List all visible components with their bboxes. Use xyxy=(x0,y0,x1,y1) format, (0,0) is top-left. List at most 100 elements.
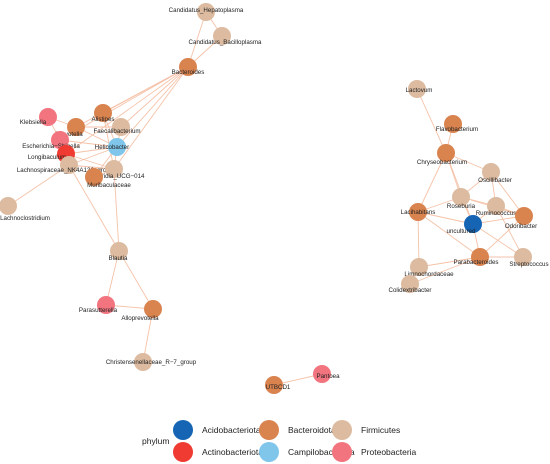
legend-swatch-firmicutes xyxy=(332,420,352,440)
node-label-lachnospiraceae-nk4a136: Lachnospiraceae_NK4A136_group xyxy=(17,167,114,174)
edge-alistipes-clostridia-ucg-014 xyxy=(102,112,115,170)
node-circle-uncultured xyxy=(464,215,482,233)
edges-layer xyxy=(7,11,525,386)
node-circle-lactovum xyxy=(408,80,426,98)
node-label-candidatus-bacilloplasma: Candidatus_Bacilloplasma xyxy=(189,39,262,46)
edge-blautia-alloprevotella xyxy=(118,250,154,310)
node-circle-limnochordaceae xyxy=(410,258,428,276)
node-label-blautia: Blautia xyxy=(109,255,128,262)
node-parasutterella: Parasutterella xyxy=(79,296,118,314)
node-label-chryseobacterium: Chryseobacterium xyxy=(417,159,467,166)
node-label-streptococcus: Streptococcus xyxy=(509,261,548,268)
edge-bacteroides-faecalibacterium xyxy=(120,66,189,128)
edge-parabacteroides-odoribacter xyxy=(479,215,525,258)
legend-label-acidobacteriota: Acidobacteriota xyxy=(202,425,261,435)
node-label-parabacteroides: Parabacteroides xyxy=(453,259,498,266)
node-circle-roseburia xyxy=(452,188,470,206)
node-label-pantoea: Pantoea xyxy=(316,373,340,380)
legend-swatch-campilobacterota xyxy=(259,442,279,462)
node-lachnoclostridium: Lachnoclostridium xyxy=(0,197,50,222)
node-bacteroides: Bacteroides xyxy=(172,58,205,76)
node-circle-ruminococcus xyxy=(487,197,505,215)
edge-bacteroides-clostridia-ucg-014 xyxy=(113,66,189,170)
node-circle-klebsiella xyxy=(39,108,57,126)
node-circle-prevotella xyxy=(67,118,85,136)
node-label-oscillibacter: Oscillibacter xyxy=(478,177,512,184)
node-circle-christensenellaceae-r7 xyxy=(134,353,152,371)
node-alistipes: Alistipes xyxy=(91,104,115,123)
edge-candidatus-hepatoplasma-bacteroides xyxy=(187,11,207,68)
node-oscillibacter: Oscillibacter xyxy=(478,163,512,184)
node-chryseobacterium: Chryseobacterium xyxy=(417,144,467,166)
node-candidatus-hepatoplasma: Candidatus_Hepatoplasma xyxy=(169,3,244,21)
node-circle-helicobacter xyxy=(108,138,126,156)
node-label-muribaculaceae: Muribaculaceae xyxy=(87,182,131,189)
node-flavobacterium: Flavobacterium xyxy=(436,115,478,133)
node-alloprevotella: Alloprevotella xyxy=(121,300,162,322)
node-circle-oscillibacter xyxy=(482,163,500,181)
node-circle-bacteroides xyxy=(179,58,197,76)
node-label-colidextribacter: Colidextribacter xyxy=(389,287,432,294)
node-label-faecalibacterium: Faecalibacterium xyxy=(93,128,140,135)
node-klebsiella: Klebsiella xyxy=(20,108,57,126)
node-circle-parasutterella xyxy=(97,296,115,314)
edge-chryseobacterium-lacihabitans xyxy=(417,152,447,213)
node-circle-lachnospiraceae-nk4a136 xyxy=(60,156,78,174)
node-faecalibacterium: Faecalibacterium xyxy=(93,118,141,136)
node-label-bacteroides: Bacteroides xyxy=(172,69,205,76)
node-helicobacter: Helicobacter xyxy=(95,138,129,156)
node-circle-odoribacter xyxy=(515,207,533,225)
node-label-odoribacter: Odoribacter xyxy=(505,223,537,230)
edge-bacteroides-longibaculum xyxy=(65,66,189,155)
node-label-klebsiella: Klebsiella xyxy=(20,119,47,126)
node-lachnospiraceae-nk4a136: Lachnospiraceae_NK4A136_group xyxy=(17,156,114,174)
node-label-lactovum: Lactovum xyxy=(406,87,433,94)
edge-escherichia-shigella-helicobacter xyxy=(59,139,118,148)
legend-label-bacteroidota: Bacteroidota xyxy=(288,425,336,435)
node-christensenellaceae-r7: Christensenellaceae_R−7_group xyxy=(106,353,197,371)
legend-swatch-actinobacteriota xyxy=(173,442,193,462)
node-candidatus-bacilloplasma: Candidatus_Bacilloplasma xyxy=(189,27,262,46)
node-label-parasutterella: Parasutterella xyxy=(79,307,118,314)
node-circle-candidatus-hepatoplasma xyxy=(197,3,215,21)
node-circle-utbcd1 xyxy=(265,376,283,394)
node-circle-faecalibacterium xyxy=(112,118,130,136)
node-circle-streptococcus xyxy=(514,248,532,266)
edge-bacteroides-helicobacter xyxy=(116,66,189,148)
node-circle-pantoea xyxy=(313,365,331,383)
node-roseburia: Roseburia xyxy=(447,188,476,210)
node-utbcd1: UTBCD1 xyxy=(265,376,291,394)
node-label-alistipes: Alistipes xyxy=(91,116,114,123)
node-circle-lachnoclostridium xyxy=(0,197,17,215)
node-circle-flavobacterium xyxy=(444,115,462,133)
node-circle-escherichia-shigella xyxy=(51,131,69,149)
legend-title: phylum xyxy=(142,436,169,446)
edge-parabacteroides-limnochordaceae xyxy=(418,256,481,268)
node-label-lacihabitans: Lacihabitans xyxy=(401,209,436,216)
node-label-roseburia: Roseburia xyxy=(447,203,476,210)
node-uncultured: uncultured xyxy=(447,215,482,235)
edge-clostridia-ucg-014-blautia xyxy=(113,168,120,252)
node-label-escherichia-shigella: Escherichia−Shigella xyxy=(22,143,80,150)
edge-lachnospiraceae-nk4a136-lachnoclostridium xyxy=(7,164,70,207)
node-streptococcus: Streptococcus xyxy=(509,248,549,268)
node-label-candidatus-hepatoplasma: Candidatus_Hepatoplasma xyxy=(169,7,244,14)
legend-label-proteobacteria: Proteobacteria xyxy=(361,447,417,457)
node-colidextribacter: Colidextribacter xyxy=(389,275,432,294)
node-circle-clostridia-ucg-014 xyxy=(105,160,123,178)
node-muribaculaceae: Muribaculaceae xyxy=(85,168,131,189)
legend-label-actinobacteriota: Actinobacteriota xyxy=(202,447,263,457)
legend-swatch-bacteroidota xyxy=(259,420,279,440)
edge-ruminococcus-streptococcus xyxy=(495,205,524,258)
edge-lacihabitans-limnochordaceae xyxy=(417,211,420,268)
node-circle-blautia xyxy=(110,242,128,260)
node-label-helicobacter: Helicobacter xyxy=(95,144,129,151)
node-blautia: Blautia xyxy=(109,242,128,262)
node-lacihabitans: Lacihabitans xyxy=(401,203,436,221)
edge-lacihabitans-parabacteroides xyxy=(417,211,481,258)
node-limnochordaceae: Limnochordaceae xyxy=(404,258,454,278)
node-circle-colidextribacter xyxy=(401,275,419,293)
edge-bacteroides-prevotella xyxy=(75,66,189,128)
